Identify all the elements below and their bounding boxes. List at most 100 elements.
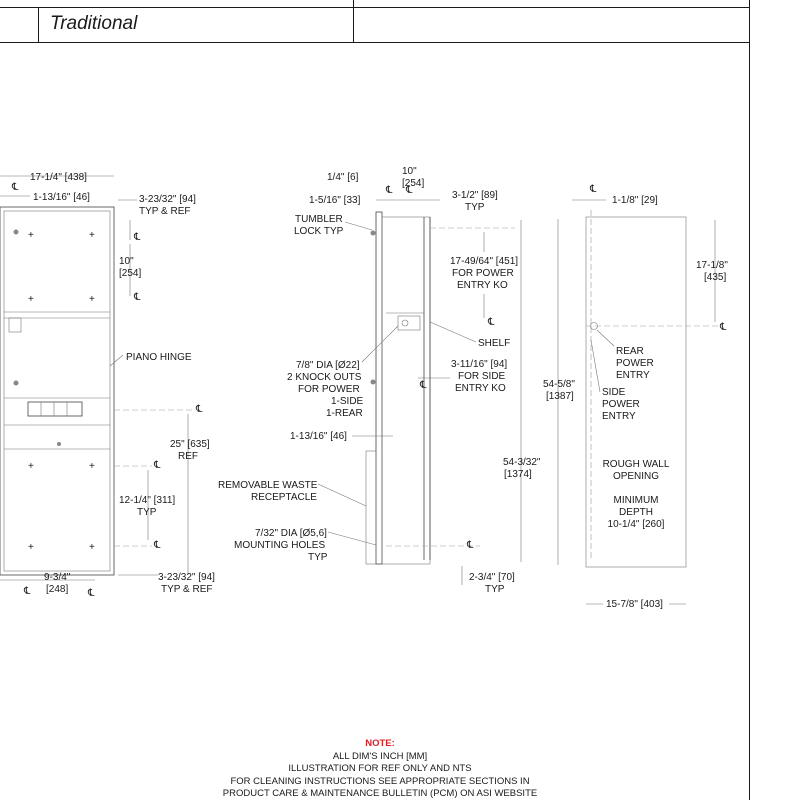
dim-5458-1: 54-5/8" [543, 379, 575, 390]
dim-9-1: 9-3/4" [44, 572, 71, 583]
dim-12-1: 12-1/4" [311] [119, 495, 175, 506]
front-view: + + + + + + + + 17-1/4" [438] ℄ 1-13/16"… [0, 172, 215, 599]
side-centerline-3: ℄ [487, 317, 495, 328]
centerline-symbol: ℄ [11, 182, 19, 193]
dim-25-2: REF [178, 451, 198, 462]
dim-5432-1: 54-3/32" [503, 457, 541, 468]
side-flange [375, 211, 383, 565]
note-line-4: PRODUCT CARE & MAINTENANCE BULLETIN (PCM… [222, 788, 538, 799]
dia-5: 1-REAR [326, 408, 363, 419]
side-centerline-5: ℄ [466, 540, 474, 551]
dim-312-1: 3-1/2" [89] [452, 190, 498, 201]
notes-heading: NOTE: [365, 738, 395, 749]
dia-1: 7/8" DIA [Ø22] [296, 360, 360, 371]
tumbler-2: LOCK TYP [294, 226, 344, 237]
note-line-1: ALL DIM'S INCH [MM] [332, 750, 428, 762]
leader-rear-power [596, 329, 615, 347]
dim-234-2: TYP [485, 584, 505, 595]
page-right-border [749, 0, 750, 800]
leader-knockouts [361, 325, 399, 363]
centerline-1: ℄ [133, 232, 141, 243]
dim-234-1: 2-3/4" [70] [469, 572, 515, 583]
mark-3: + [28, 294, 34, 305]
dim-1578-bg [603, 597, 669, 609]
mark-4: + [89, 294, 95, 305]
power-ko-1: 17-49/64" [451] [450, 256, 518, 267]
centerline-5: ℄ [153, 540, 161, 551]
min-3: 10-1/4" [260] [608, 519, 665, 530]
dim-1516: 1-5/16" [33] [309, 195, 361, 206]
waste-1: REMOVABLE WASTE [218, 480, 318, 491]
centerline-3: ℄ [195, 404, 203, 415]
tumbler-1: TUMBLER [295, 214, 343, 225]
dim-1718-2: [435] [704, 272, 726, 283]
rough-opening-view: 54-5/8" [1387] ℄ 1-1/8" [29] ℄ 17-1/8" [… [543, 184, 728, 610]
mark-5: + [28, 461, 34, 472]
piano-hinge-label: PIANO HINGE [126, 352, 192, 363]
side-centerline-4: ℄ [419, 380, 427, 391]
dim-10-1: 10" [119, 256, 134, 267]
lock-icon-lower [13, 380, 19, 386]
dia-3: FOR POWER [298, 384, 360, 395]
knockout-icon [401, 319, 409, 327]
leader-waste [317, 483, 367, 507]
dim-quarter: 1/4" [6] [327, 172, 359, 183]
side-view: 1/4" [6] 10" [254] ℄ ℄ 1-5/16" [33] 3-1/… [218, 166, 541, 595]
side-centerline-2: ℄ [405, 185, 413, 196]
dim-10-2: [254] [119, 268, 141, 279]
header-row: Traditional [0, 7, 749, 43]
receptacle-lock-icon [57, 442, 61, 446]
centerline-6: ℄ [23, 586, 31, 597]
dim-top-typ-1: 3-23/32" [94] [139, 194, 196, 205]
mark-2: + [89, 230, 95, 241]
dim-25-1: 25" [635] [170, 439, 210, 450]
leader-side-power [590, 339, 601, 393]
tumbler-lock-icon [370, 230, 376, 236]
mark-1: + [28, 230, 34, 241]
dim-12-2: TYP [137, 507, 157, 518]
side-1: SIDE [602, 387, 626, 398]
leader-shelf [429, 321, 477, 343]
rough-opening-frame [585, 216, 687, 568]
rear-2: POWER [616, 358, 654, 369]
rough-centerline-2: ℄ [719, 322, 727, 333]
lock-icon [13, 229, 19, 235]
rough-centerline-1: ℄ [589, 184, 597, 195]
dim-width-label: 17-1/4" [438] [30, 172, 87, 183]
mount-3: TYP [308, 552, 328, 563]
dim-9-2: [248] [46, 584, 68, 595]
waste-2: RECEPTACLE [251, 492, 317, 503]
style-name: Traditional [50, 13, 138, 34]
dia-2: 2 KNOCK OUTS [287, 372, 362, 383]
side-3: ENTRY [602, 411, 636, 422]
header-divider-right [353, 8, 354, 42]
front-outer-frame [0, 206, 115, 576]
dim-1718-1: 17-1/8" [696, 260, 728, 271]
dim-118: 1-1/8" [29] [612, 195, 658, 206]
note-line-2: ILLUSTRATION FOR REF ONLY AND NTS [288, 763, 472, 774]
leader-piano-hinge [109, 354, 124, 367]
dim-5432-2: [1374] [504, 469, 532, 480]
note-line-3: FOR CLEANING INSTRUCTIONS SEE APPROPRIAT… [230, 775, 530, 787]
dim-bot-typ-2: TYP & REF [161, 584, 213, 595]
side-knockout-icon [370, 379, 376, 385]
power-ko-2: FOR POWER [452, 268, 514, 279]
shelf-box-icon [397, 315, 421, 331]
dim-11316: 1-13/16" [46] [290, 431, 347, 442]
front-inner-frame [3, 210, 111, 572]
dim-5458-2: [1387] [546, 391, 574, 402]
notes-block: NOTE: ALL DIM'S INCH [MM] ILLUSTRATION F… [150, 738, 610, 801]
power-ko-3: ENTRY KO [457, 280, 508, 291]
header-divider-stub [353, 0, 354, 7]
side-2: POWER [602, 399, 640, 410]
min-2: DEPTH [619, 507, 653, 518]
side-dim-10-2: [254] [402, 178, 424, 189]
dim-1578: 15-7/8" [403] [606, 599, 663, 610]
centerline-2: ℄ [133, 292, 141, 303]
centerline-7: ℄ [87, 588, 95, 599]
dia-4: 1-SIDE [331, 396, 364, 407]
dim-offset-label: 1-13/16" [46] [33, 192, 90, 203]
rear-3: ENTRY [616, 370, 650, 381]
